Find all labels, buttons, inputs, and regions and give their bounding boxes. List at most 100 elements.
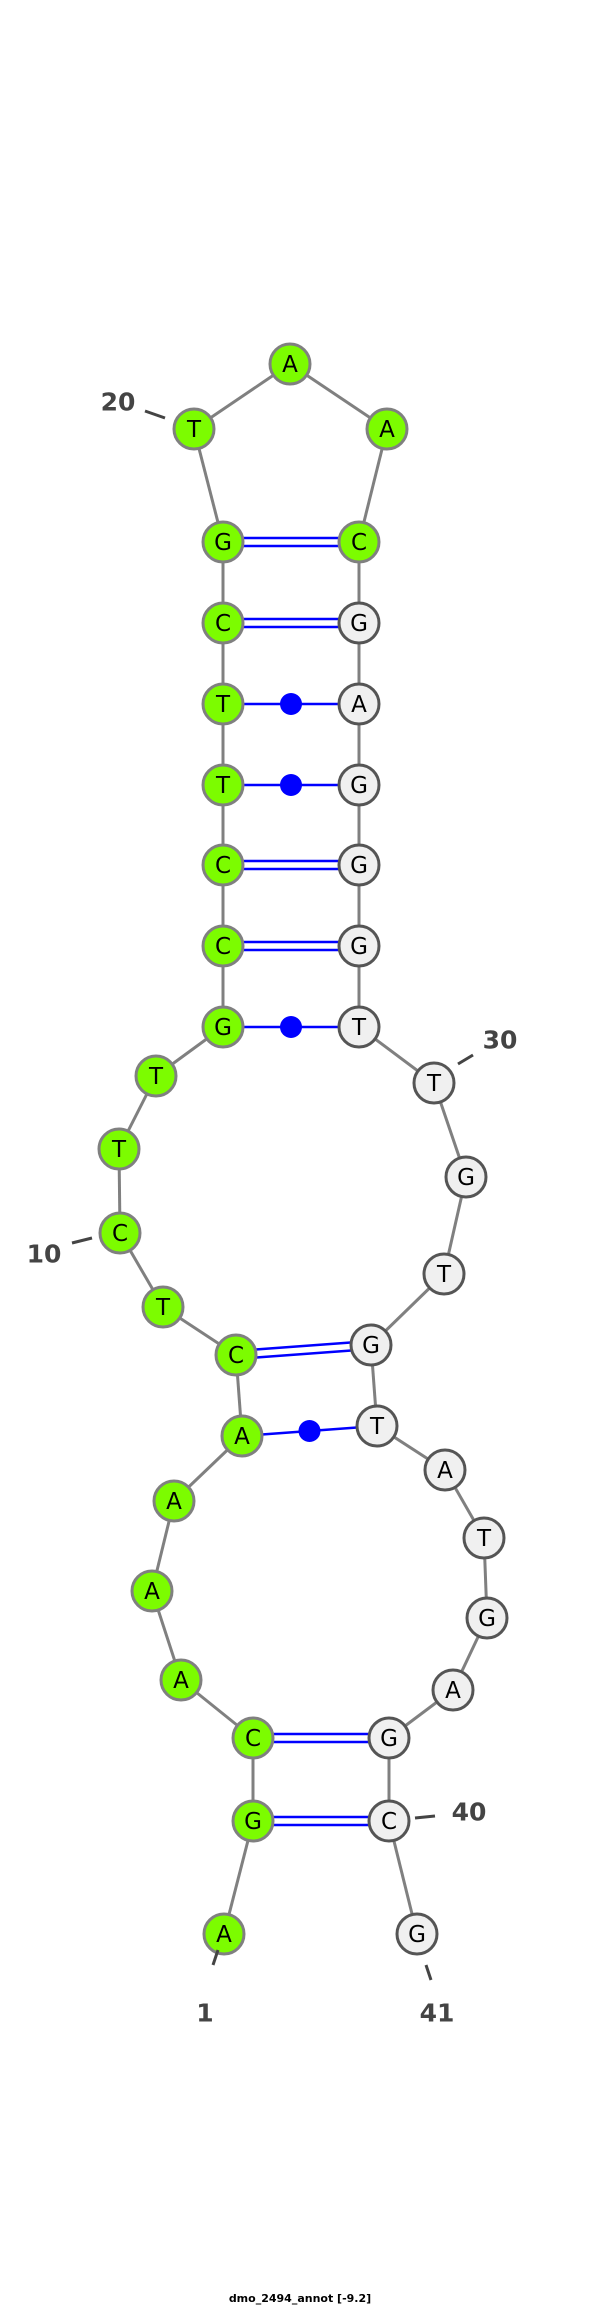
- base-pair-bond: [255, 1341, 351, 1351]
- nucleotide-34: [355, 1404, 399, 1448]
- nucleotide-letter: T: [215, 773, 231, 799]
- nucleotide-25: [337, 682, 381, 726]
- position-tick: [71, 1236, 93, 1245]
- nucleotide-letter: T: [155, 1295, 171, 1321]
- nucleotide-21: [268, 342, 312, 386]
- nucleotide-letter: A: [351, 692, 367, 718]
- nucleotide-letter: C: [112, 1221, 128, 1247]
- nucleotide-4: [159, 1658, 203, 1702]
- nucleotide-letter: A: [234, 1424, 250, 1450]
- nucleotide-13: [201, 1005, 245, 1049]
- nucleotide-letter: C: [215, 853, 231, 879]
- nucleotide-letter: T: [148, 1064, 164, 1090]
- position-label-20: 20: [101, 388, 136, 417]
- nucleotide-14: [201, 924, 245, 968]
- nucleotide-letter: T: [351, 1015, 367, 1041]
- nucleotide-letter: G: [457, 1165, 475, 1191]
- position-tick: [211, 1949, 220, 1966]
- nucleotide-letter: A: [445, 1678, 461, 1704]
- nucleotide-7: [220, 1414, 264, 1458]
- nucleotide-1: [202, 1912, 246, 1956]
- position-tick: [144, 409, 166, 420]
- nucleotide-24: [337, 601, 381, 645]
- nucleotide-letter: C: [228, 1343, 244, 1369]
- nucleotide-9: [141, 1285, 185, 1329]
- nucleotide-letter: T: [369, 1414, 385, 1440]
- nucleotide-letter: A: [173, 1668, 189, 1694]
- nucleotide-41: [395, 1912, 439, 1956]
- nucleotide-26: [337, 763, 381, 807]
- wobble-pair-dot: [280, 693, 302, 715]
- nucleotide-letter: G: [214, 1015, 232, 1041]
- nucleotide-letter: G: [350, 934, 368, 960]
- nucleotide-29: [337, 1005, 381, 1049]
- nucleotide-19: [201, 520, 245, 564]
- nucleotide-17: [201, 682, 245, 726]
- nucleotide-letter: A: [379, 417, 395, 443]
- nucleotide-40: [367, 1799, 411, 1843]
- nucleotide-letter: A: [144, 1579, 160, 1605]
- nucleotide-15: [201, 843, 245, 887]
- wobble-pair-dot: [298, 1420, 321, 1442]
- nucleotide-20: [172, 407, 216, 451]
- nucleotide-letter: T: [111, 1137, 127, 1163]
- nucleotide-31: [444, 1155, 488, 1199]
- nucleotide-letter: A: [437, 1458, 453, 1484]
- nucleotide-letter: A: [216, 1922, 232, 1948]
- nucleotide-letter: A: [166, 1489, 182, 1515]
- nucleotide-23: [337, 520, 381, 564]
- nucleotide-39: [367, 1716, 411, 1760]
- nucleotide-2: [231, 1799, 275, 1843]
- position-tick: [414, 1814, 436, 1820]
- nucleotide-letter: C: [245, 1726, 261, 1752]
- wobble-pair-dot: [280, 1016, 302, 1038]
- nucleotide-letter: G: [380, 1726, 398, 1752]
- nucleotide-letter: G: [478, 1606, 496, 1632]
- nucleotide-32: [422, 1252, 466, 1296]
- nucleotide-30: [412, 1061, 456, 1105]
- nucleotide-letter: G: [350, 773, 368, 799]
- nucleotide-12: [134, 1054, 178, 1098]
- nucleotide-8: [214, 1333, 258, 1377]
- nucleotide-letter: T: [215, 692, 231, 718]
- nucleotide-letter: T: [436, 1262, 452, 1288]
- nucleotide-27: [337, 843, 381, 887]
- nucleotide-37: [465, 1596, 509, 1640]
- nucleotide-letter: T: [186, 417, 202, 443]
- position-tick: [457, 1053, 474, 1066]
- nucleotide-11: [97, 1127, 141, 1171]
- nucleotide-letter: T: [476, 1526, 492, 1552]
- position-label-10: 10: [27, 1240, 62, 1269]
- nucleotide-18: [201, 601, 245, 645]
- nucleotide-letter: G: [350, 611, 368, 637]
- nucleotide-35: [423, 1448, 467, 1492]
- nucleotide-letter: C: [215, 611, 231, 637]
- nucleotide-38: [431, 1668, 475, 1712]
- nucleotide-22: [365, 407, 409, 451]
- nucleotide-10: [98, 1211, 142, 1255]
- nucleotide-16: [201, 763, 245, 807]
- structure-caption: dmo_2494_annot [-9.2]: [228, 2292, 372, 2305]
- nucleotide-28: [337, 924, 381, 968]
- nucleotide-5: [130, 1569, 174, 1613]
- nucleotide-letter: G: [408, 1922, 426, 1948]
- nucleotide-letter: G: [362, 1333, 380, 1359]
- position-tick: [424, 1964, 433, 1981]
- position-label-30: 30: [483, 1026, 518, 1055]
- nucleotide-letter: A: [282, 352, 298, 378]
- position-label-40: 40: [452, 1798, 487, 1827]
- base-pair-bond: [256, 1349, 352, 1359]
- nucleotide-letter: C: [215, 934, 231, 960]
- nucleotide-letter: G: [244, 1809, 262, 1835]
- nucleotide-36: [462, 1516, 506, 1560]
- position-label-1: 1: [196, 1999, 213, 2028]
- wobble-pair-dot: [280, 774, 302, 796]
- nucleotide-letter: C: [351, 530, 367, 556]
- nucleotide-letter: T: [426, 1071, 442, 1097]
- nucleotide-6: [152, 1479, 196, 1523]
- nucleotide-letter: G: [350, 853, 368, 879]
- position-label-41: 41: [420, 1999, 455, 2028]
- nucleotide-3: [231, 1716, 275, 1760]
